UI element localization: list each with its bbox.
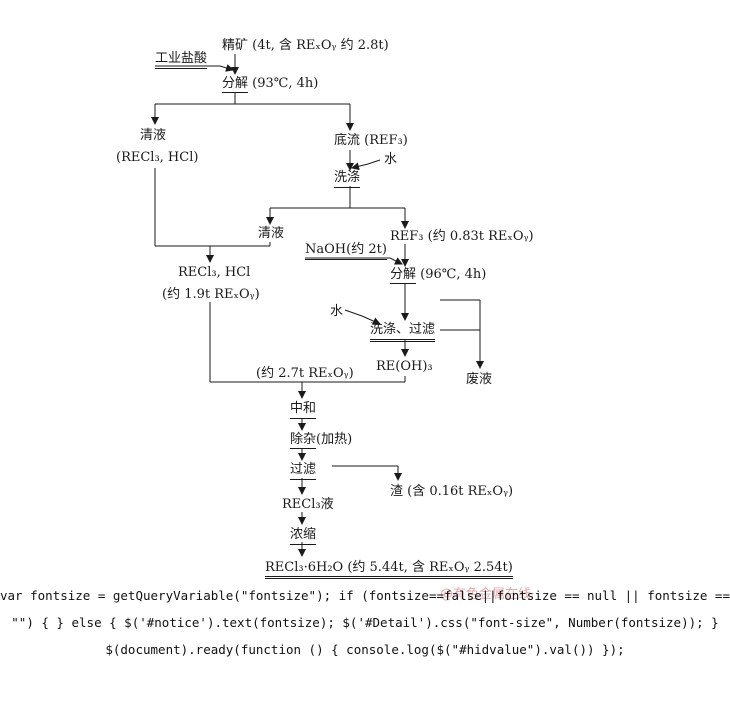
node-ref3: REF₃ (约 0.83t REₓOᵧ) [390, 229, 534, 244]
arrow-hcl-in [155, 64, 234, 72]
node-concentrate-step: 浓缩 [290, 527, 317, 545]
process-flow-diagram: 精矿 (4t, 含 REₓOᵧ 约 2.8t) 工业盐酸 分解 (93℃, 4h… [116, 38, 534, 602]
node-water-2: 水 [330, 304, 344, 319]
node-product: RECl₃·6H₂O (约 5.44t, 含 REₓOᵧ 2.54t) [265, 560, 513, 579]
node-concentrate: 精矿 (4t, 含 REₓOᵧ 约 2.8t) [222, 38, 389, 53]
node-water-1: 水 [384, 152, 398, 167]
node-decompose-1-cond: (93℃, 4h) [252, 76, 319, 91]
node-residue: 渣 (含 0.16t REₓOᵧ) [390, 484, 514, 499]
node-hcl-industrial: 工业盐酸 [155, 51, 208, 69]
node-waste-liquid: 废液 [466, 372, 493, 387]
node-decompose-2-label: 分解 [390, 267, 417, 284]
node-filter: 过滤 [290, 462, 317, 480]
node-heating: (加热) [316, 432, 353, 447]
flow-lines [151, 54, 484, 557]
node-decompose-2-cond: (96℃, 4h) [420, 267, 487, 282]
node-naoh: NaOH(约 2t) [305, 242, 387, 260]
stray-script-text: var fontsize = getQueryVariable("fontsiz… [0, 588, 730, 657]
node-product-label: RECl₃·6H₂O (约 5.44t, 含 REₓOᵧ 2.54t) [265, 560, 513, 579]
node-recl3-liquid: RECl₃液 [282, 497, 334, 512]
watermark: @有色金属在线 [440, 587, 532, 602]
node-decompose-2: 分解 (96℃, 4h) [390, 267, 487, 284]
node-re-oh3: RE(OH)₃ [376, 359, 433, 374]
node-decompose-1-label: 分解 [222, 76, 249, 93]
node-neutralize: 中和 [290, 401, 317, 419]
arrow-water1-in [351, 159, 381, 171]
node-remove-impurity: 除杂(加热) [290, 432, 353, 449]
node-wash-1: 洗涤 [334, 170, 361, 188]
node-combined: (约 2.7t REₓOᵧ) [256, 366, 354, 381]
node-clear-liquid-1: 清液 [140, 128, 167, 143]
arrow-naoh-in [305, 257, 403, 265]
node-decompose-1: 分解 (93℃, 4h) [222, 76, 319, 93]
node-recl3-hcl-amount: (约 1.9t REₓOᵧ) [162, 287, 260, 302]
arrow-water2-in [344, 309, 381, 325]
node-recl3-hcl: RECl₃, HCl [178, 265, 251, 280]
node-clear-liquid-1-comp: (RECl₃, HCl) [116, 150, 199, 165]
node-clear-liquid-2: 清液 [258, 226, 285, 241]
node-underflow: 底流 (REF₃) [334, 133, 408, 148]
node-remove-impurity-label: 除杂 [290, 432, 317, 449]
node-wash-filter: 洗涤、过滤 [370, 322, 436, 342]
